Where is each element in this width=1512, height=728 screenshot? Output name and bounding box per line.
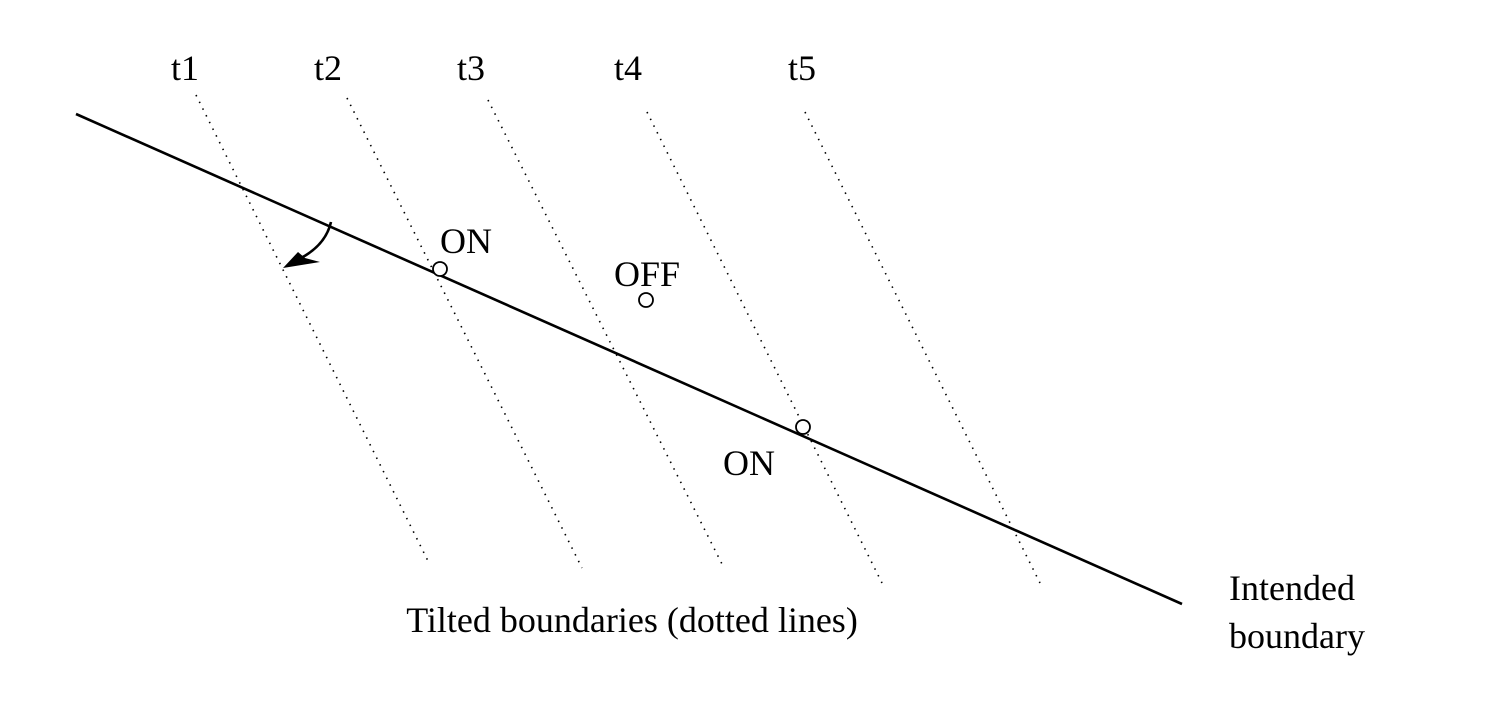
tilted-boundary-t1	[195, 94, 431, 566]
label-t4: t4	[614, 48, 642, 88]
point-label-off: OFF	[614, 254, 680, 294]
intended-boundary-line	[75, 112, 1183, 606]
label-t2: t2	[314, 48, 342, 88]
point-off	[638, 292, 654, 308]
point-on-1	[432, 261, 448, 277]
intended-boundary-label-line2: boundary	[1229, 616, 1365, 656]
tilted-boundary-t5	[804, 111, 1041, 584]
label-t1: t1	[171, 48, 199, 88]
point-label-on-1: ON	[440, 221, 492, 261]
intended-boundary-label-line1: Intended	[1229, 568, 1355, 608]
point-on-2	[795, 419, 811, 435]
tilted-boundary-t4	[646, 111, 883, 584]
label-t3: t3	[457, 48, 485, 88]
label-t5: t5	[788, 48, 816, 88]
tilted-boundary-t3	[487, 99, 725, 569]
rotation-arrowhead	[283, 252, 320, 268]
caption-tilted-boundaries: Tilted boundaries (dotted lines)	[406, 600, 858, 640]
point-label-on-2: ON	[723, 443, 775, 483]
tilted-boundary-t2	[346, 97, 583, 569]
